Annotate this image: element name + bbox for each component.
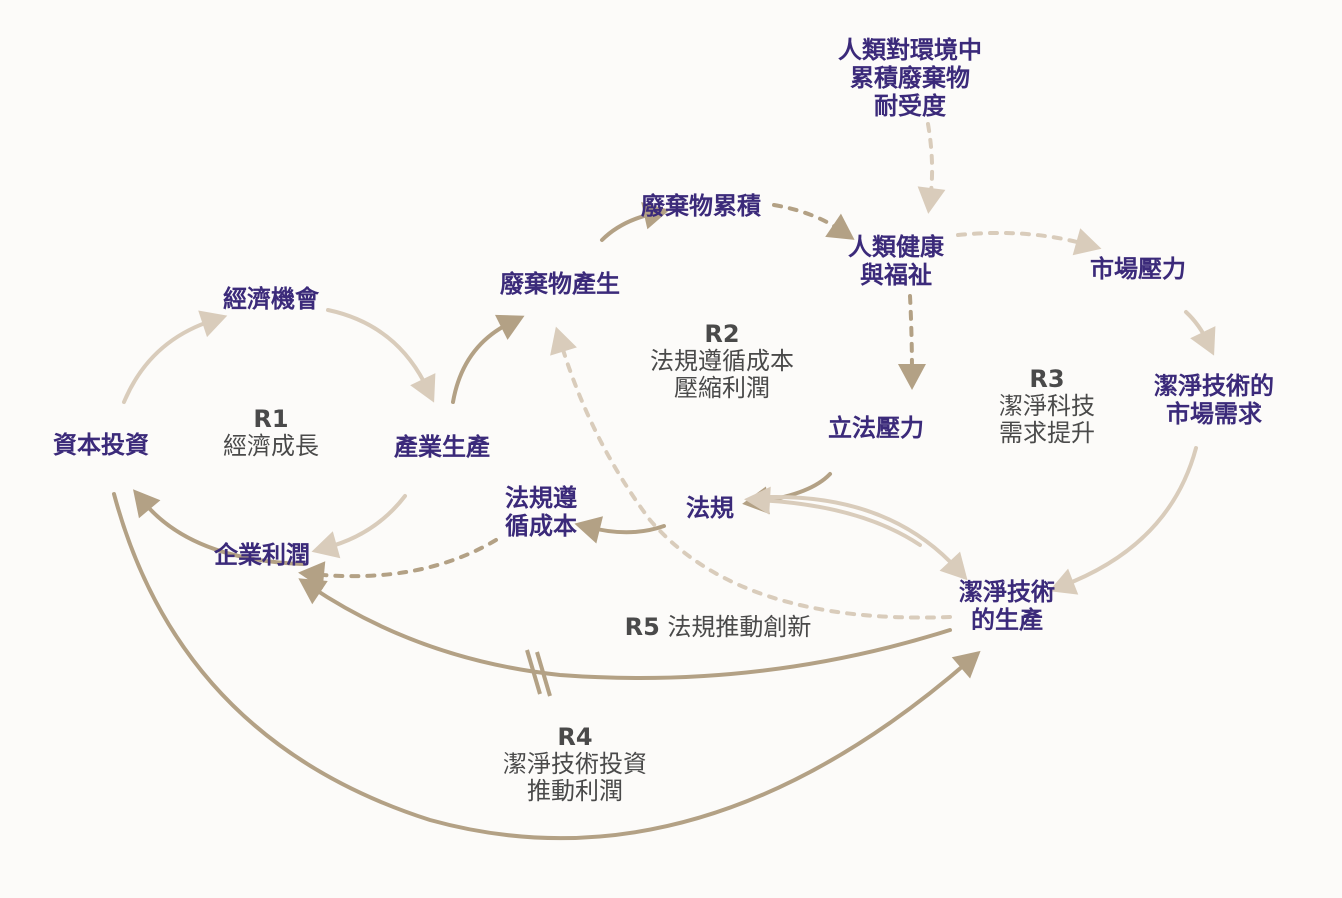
- node-waste-accumulation: 廢棄物累積: [641, 192, 761, 220]
- arrow-capital-to-opportunity-head: [198, 310, 228, 338]
- arrow-demand-to-cleanprod-head: [1048, 568, 1079, 595]
- arrow-profit-to-capital-head: [133, 489, 161, 519]
- arrow-health-to-legislative: [897, 294, 926, 390]
- node-human-health: 人類健康 與福祉: [848, 233, 944, 289]
- arrow-waste-to-accumulation: [600, 202, 670, 242]
- arrow-health-to-market-head: [1072, 228, 1102, 256]
- arrow-market-to-demand: [1184, 310, 1216, 356]
- arrow-profit-to-capital: [133, 489, 305, 566]
- arrow-production-to-profit: [311, 494, 407, 559]
- node-compliance-cost-line-1: 法規遵: [505, 484, 577, 512]
- node-compliance-cost: 法規遵 循成本: [505, 484, 577, 540]
- loop-r4-id: R4: [557, 723, 593, 751]
- arrow-cleanprod-to-regulation: [744, 486, 922, 547]
- arrow-waste-to-accumulation-head: [641, 202, 670, 230]
- arrow-capital-to-cleanprod: [112, 492, 981, 841]
- loop-r4: R4 潔淨技術投資 推動利潤: [503, 724, 647, 805]
- arrow-production-to-waste-head: [495, 314, 525, 340]
- loop-r1-label: 經濟成長: [223, 432, 319, 460]
- node-waste-generation: 廢棄物產生: [500, 270, 620, 298]
- arrow-cleanprod-to-profit: [298, 578, 952, 680]
- arrow-capital-to-cleanprod-head: [951, 650, 981, 679]
- arrow-production-to-waste: [451, 314, 525, 404]
- node-clean-tech-demand-line-2: 市場需求: [1166, 400, 1262, 428]
- node-economic-opportunity: 經濟機會: [223, 285, 319, 313]
- node-clean-tech-production-line-1: 潔淨技術: [959, 578, 1055, 606]
- loop-r3-line-2: 需求提升: [999, 419, 1095, 447]
- node-clean-tech-production: 潔淨技術 的生產: [959, 578, 1055, 634]
- arrow-production-to-profit-head: [311, 531, 341, 559]
- delay-mark-2: [535, 651, 552, 697]
- loop-r1-id: R1: [253, 405, 289, 433]
- arrow-cleanprod-to-waste: [550, 326, 952, 620]
- arrow-capital-to-opportunity: [122, 310, 228, 404]
- arrow-tolerance-to-health-head: [917, 186, 946, 214]
- arrow-opportunity-to-production-head: [410, 373, 436, 403]
- node-clean-tech-production-line-2: 的生產: [971, 606, 1043, 634]
- loop-r2: R2 法規遵循成本 壓縮利潤: [650, 321, 794, 402]
- arrow-regulation-to-cleanprod-head: [939, 551, 968, 581]
- node-legislative-pressure: 立法壓力: [828, 414, 924, 442]
- node-human-health-line-2: 與福祉: [860, 261, 932, 289]
- arrow-regulation-to-compliance-head: [574, 516, 603, 544]
- loop-r4-line-2: 推動利潤: [527, 777, 623, 805]
- arrow-tolerance-to-health: [917, 122, 946, 214]
- node-clean-tech-demand-line-1: 潔淨技術的: [1154, 372, 1274, 400]
- delay-mark-1: [525, 649, 542, 695]
- node-compliance-cost-line-2: 循成本: [505, 512, 577, 540]
- arrow-regulation-to-compliance: [574, 516, 666, 544]
- arrow-demand-to-cleanprod: [1048, 446, 1198, 595]
- arrow-cleanprod-to-waste-head: [550, 326, 577, 356]
- arrow-accumulation-to-health-head: [825, 213, 855, 240]
- loop-r2-id: R2: [704, 320, 740, 348]
- arrow-market-to-demand-head: [1190, 326, 1216, 356]
- node-env-tolerance-line-2: 累積廢棄物: [850, 64, 970, 92]
- loop-r1: R1 經濟成長: [223, 406, 319, 460]
- loop-r4-line-1: 潔淨技術投資: [503, 750, 647, 778]
- node-regulation: 法規: [686, 494, 734, 522]
- arrow-health-to-market: [956, 228, 1102, 256]
- arrow-accumulation-to-health: [772, 203, 855, 240]
- loop-r5-label: 法規推動創新: [667, 613, 812, 641]
- node-market-pressure: 市場壓力: [1090, 255, 1186, 283]
- loop-r2-line-2: 壓縮利潤: [674, 374, 770, 402]
- loop-r3: R3 潔淨科技 需求提升: [999, 366, 1095, 447]
- arrow-health-to-legislative-head: [897, 363, 926, 390]
- loop-r2-line-1: 法規遵循成本: [650, 347, 794, 375]
- node-corporate-profit: 企業利潤: [214, 541, 310, 569]
- arrow-regulation-to-cleanprod: [768, 494, 968, 581]
- loop-r3-id: R3: [1029, 365, 1065, 393]
- node-env-tolerance-line-3: 耐受度: [874, 92, 946, 120]
- node-clean-tech-demand: 潔淨技術的 市場需求: [1154, 372, 1274, 428]
- node-human-health-line-1: 人類健康: [848, 233, 944, 261]
- node-industrial-production: 產業生產: [394, 433, 490, 461]
- node-capital-investment: 資本投資: [53, 431, 149, 459]
- node-env-tolerance-line-1: 人類對環境中: [838, 36, 982, 64]
- node-env-tolerance: 人類對環境中 累積廢棄物 耐受度: [838, 36, 982, 120]
- loop-r3-line-1: 潔淨科技: [999, 392, 1095, 420]
- loop-r5-id: R5: [624, 613, 660, 641]
- loop-r5: R5 法規推動創新: [625, 614, 812, 641]
- arrow-opportunity-to-production: [326, 308, 436, 403]
- arrow-cleanprod-to-profit-head: [298, 578, 328, 605]
- arrow-cleanprod-to-regulation-head: [744, 486, 771, 515]
